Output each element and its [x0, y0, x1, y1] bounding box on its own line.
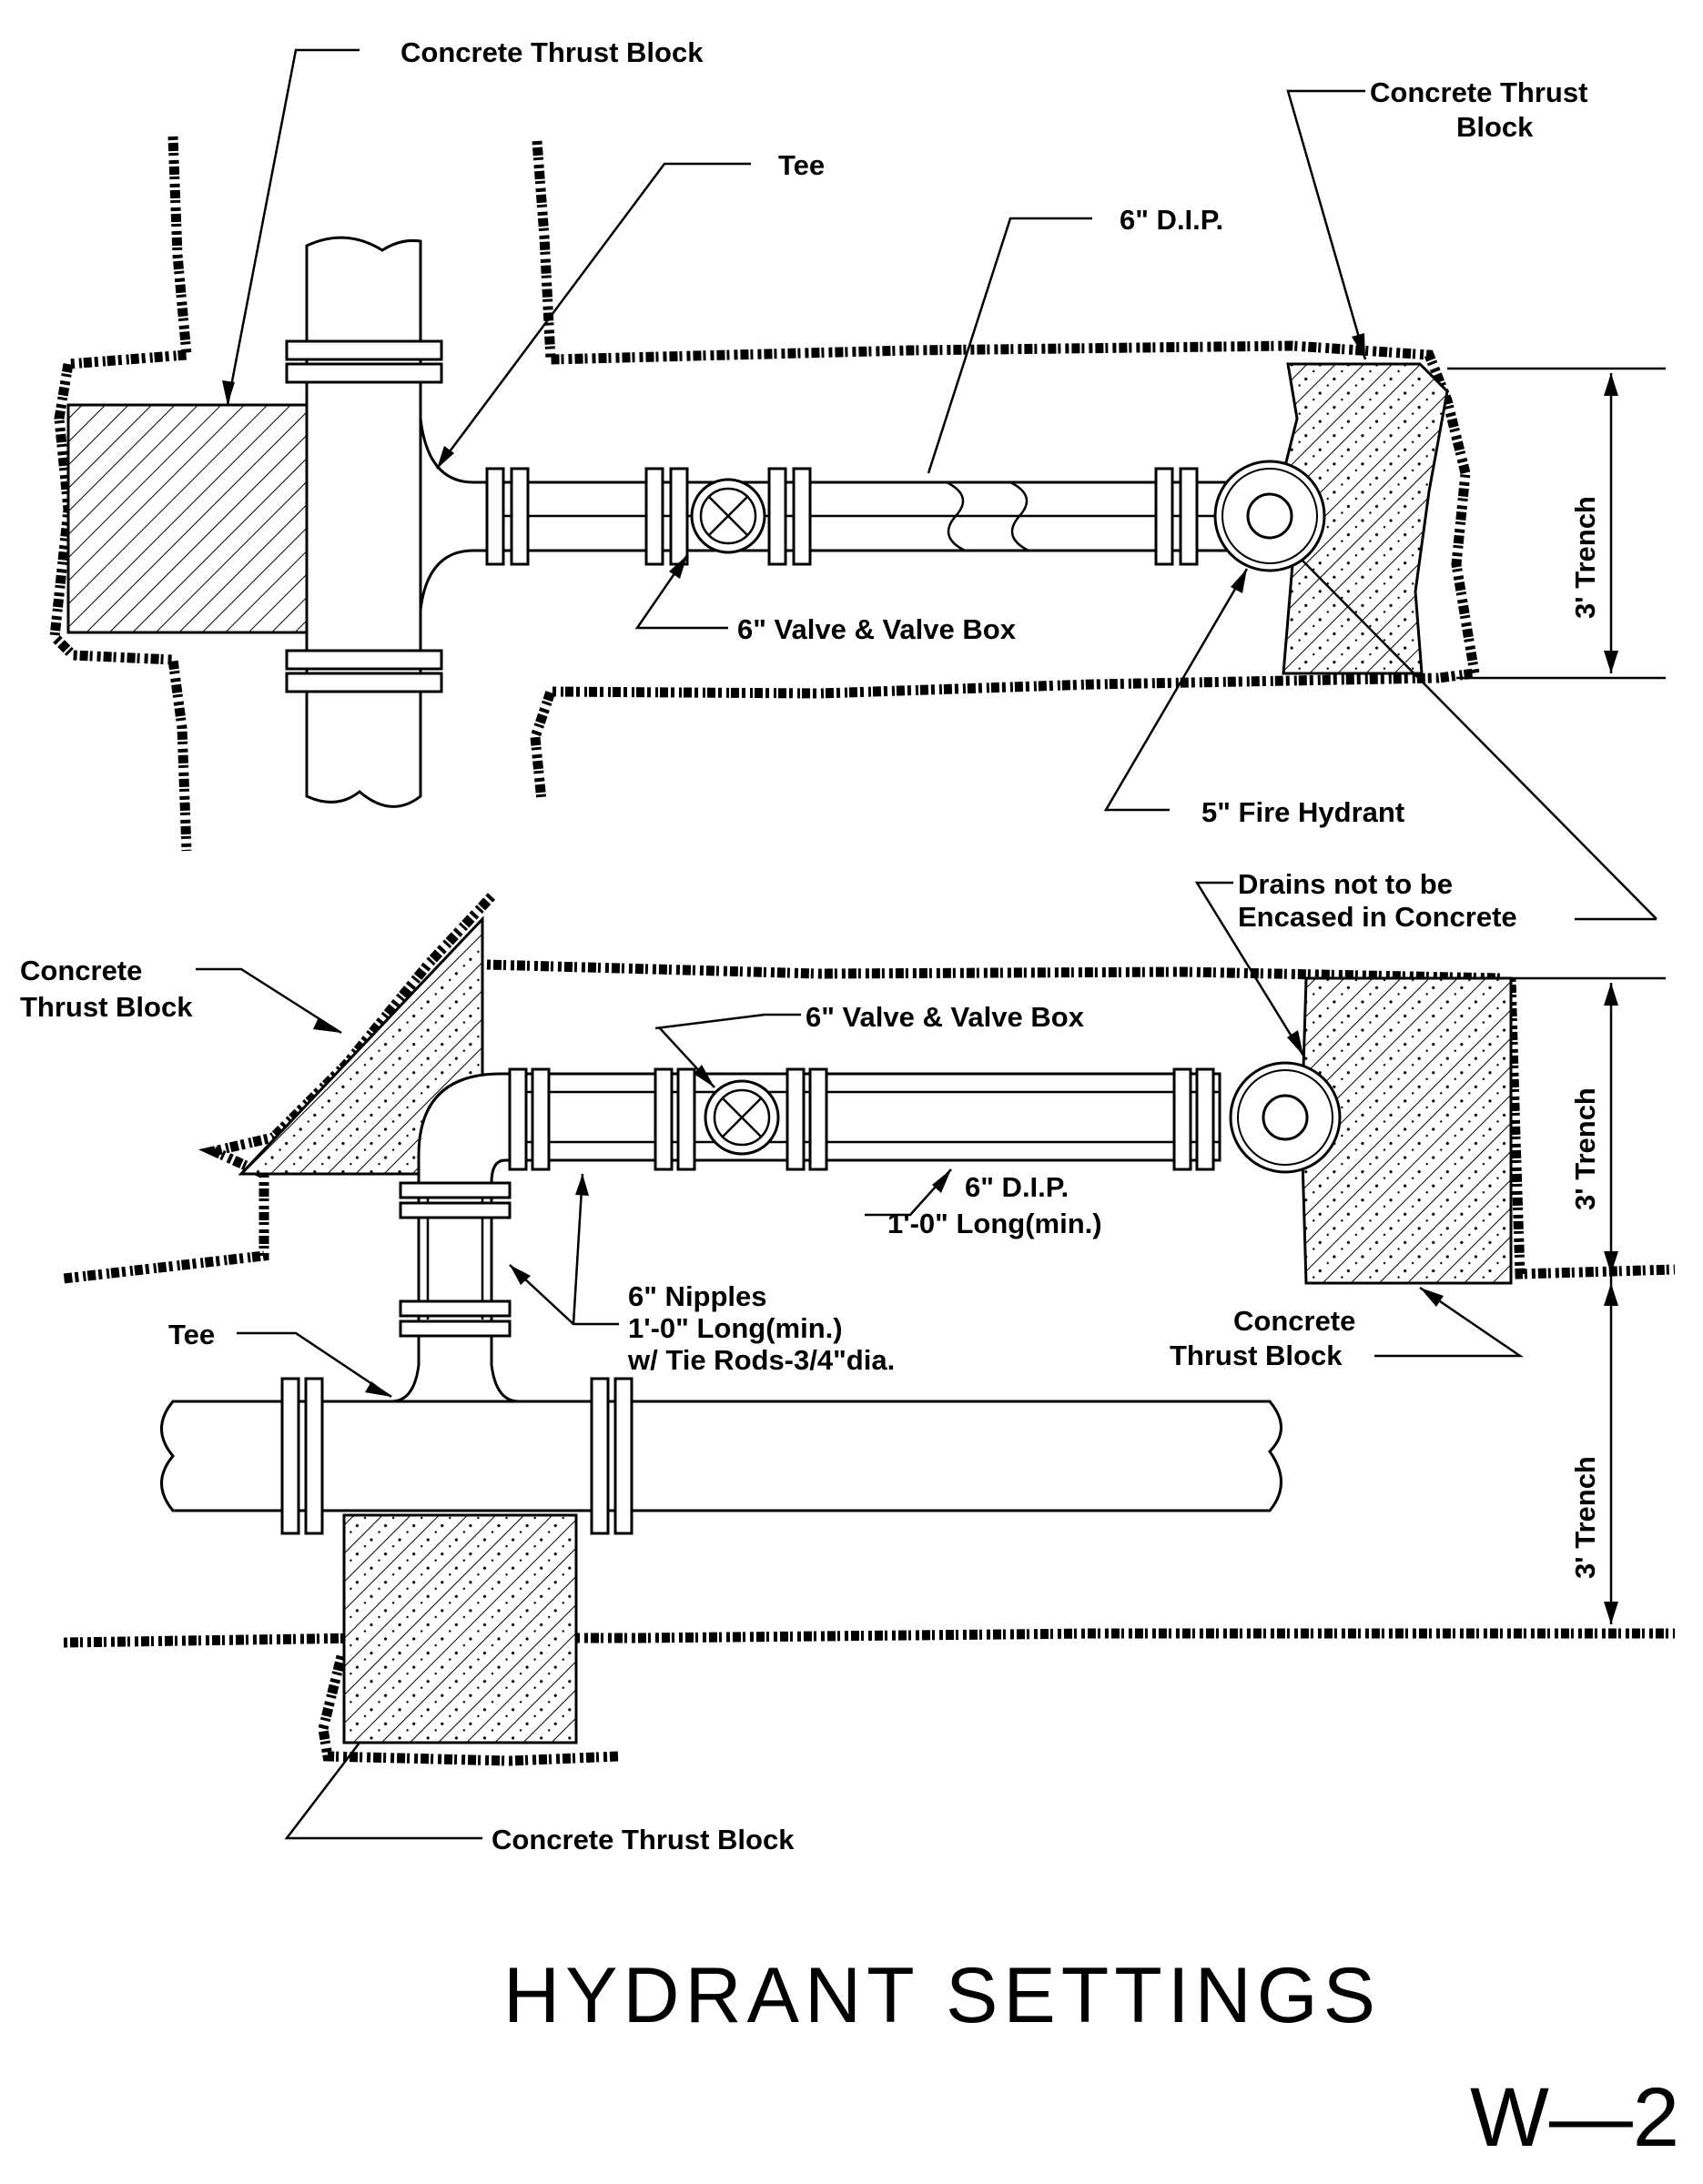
sheet-number: W—2 [1470, 2071, 1679, 2164]
top-valve-icon [690, 478, 766, 554]
top-label-thrust-block-right-2: Block [1456, 111, 1534, 143]
bottom-thrust-block-left [238, 915, 484, 1176]
bottom-label-thrust-block-left-1: Concrete [20, 955, 142, 986]
bottom-label-trench-upper: 3' Trench [1569, 1087, 1601, 1210]
bottom-label-trench-lower: 3' Trench [1569, 1456, 1601, 1579]
bottom-branch-pipe [508, 1067, 1221, 1171]
bottom-elbow [417, 1072, 521, 1185]
top-thrust-block-right [1282, 362, 1449, 675]
bottom-label-thrust-block-bottom: Concrete Thrust Block [492, 1824, 795, 1855]
top-label-hydrant: 5" Fire Hydrant [1201, 796, 1404, 828]
top-label-dip: 6" D.I.P. [1120, 204, 1223, 236]
bottom-trench-edges [63, 893, 1676, 1766]
top-fire-hydrant-icon [1213, 460, 1326, 572]
drawing-title: HYDRANT SETTINGS [503, 1952, 1381, 2039]
bottom-label-drains-1: Drains not to be [1238, 868, 1453, 900]
bottom-leader-lines [196, 881, 1657, 1840]
top-branch-pipe [485, 467, 1249, 566]
top-view: Concrete Thrust Block Tee Concrete Thrus… [49, 36, 1666, 920]
bottom-label-nipples-3: w/ Tie Rods-3/4"dia. [627, 1344, 895, 1376]
bottom-fire-hydrant-icon [1229, 1061, 1342, 1174]
bottom-label-dip-2: 1'-0" Long(min.) [887, 1208, 1102, 1239]
top-label-trench: 3' Trench [1569, 496, 1601, 619]
top-leader-lines [222, 48, 1657, 920]
bottom-label-thrust-block-left-2: Thrust Block [20, 991, 193, 1023]
bottom-thrust-block-bottom [342, 1513, 578, 1744]
top-main-pipe [285, 236, 489, 808]
bottom-nipple [399, 1181, 512, 1338]
top-label-thrust-block-right-1: Concrete Thrust [1370, 76, 1587, 108]
top-label-thrust-block-left: Concrete Thrust Block [400, 36, 704, 68]
top-trench-dimension [1447, 367, 1666, 680]
bottom-label-tee: Tee [168, 1319, 215, 1350]
bottom-label-drains-2: Encased in Concrete [1238, 901, 1517, 933]
top-thrust-block-left [66, 403, 309, 634]
top-label-tee: Tee [778, 149, 825, 181]
bottom-valve-icon [704, 1079, 780, 1156]
bottom-label-dip-1: 6" D.I.P. [965, 1171, 1069, 1203]
bottom-label-thrust-block-right-2: Thrust Block [1170, 1340, 1343, 1371]
bottom-label-thrust-block-right-1: Concrete [1233, 1305, 1355, 1337]
bottom-trench-dimension [1511, 976, 1666, 1624]
top-label-valve: 6" Valve & Valve Box [737, 613, 1017, 645]
bottom-view: Concrete Thrust Block Drains not to be E… [20, 868, 1676, 1855]
bottom-main-pipe [160, 1318, 1282, 1535]
bottom-label-nipples-1: 6" Nipples [628, 1280, 767, 1312]
bottom-label-nipples-2: 1'-0" Long(min.) [628, 1312, 843, 1344]
bottom-label-valve: 6" Valve & Valve Box [806, 1001, 1085, 1033]
